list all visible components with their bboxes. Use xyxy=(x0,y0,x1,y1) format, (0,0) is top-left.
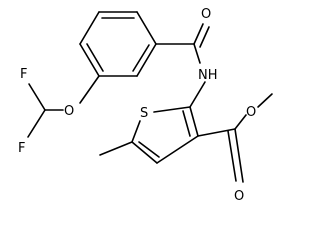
atom-label-nh: NH xyxy=(198,68,218,83)
atom-label-o-amide: O xyxy=(201,7,211,22)
bond xyxy=(27,109,46,138)
bond xyxy=(79,43,100,77)
atom-label-f2: F xyxy=(18,141,25,156)
atom-label-o-ester-carbonyl: O xyxy=(234,189,244,204)
bond xyxy=(79,75,100,104)
bond xyxy=(189,81,206,108)
bond xyxy=(28,83,46,111)
bond xyxy=(193,23,204,45)
bond xyxy=(86,43,104,72)
structure-figure: F F O O NH S O O xyxy=(18,7,273,204)
atom-label-o-ester: O xyxy=(246,105,256,120)
bond xyxy=(131,141,158,164)
bond xyxy=(99,141,133,156)
bond xyxy=(197,128,236,137)
bond xyxy=(131,120,141,143)
bond xyxy=(182,110,191,137)
bond xyxy=(193,43,201,64)
bond xyxy=(227,130,237,182)
bond xyxy=(136,11,157,45)
atom-label-f1: F xyxy=(20,67,27,82)
bond xyxy=(156,135,199,164)
atom-label-o-ether: O xyxy=(64,104,74,119)
bond xyxy=(257,93,273,108)
bond xyxy=(136,43,157,77)
molecule-structure: F F O O NH S O O xyxy=(18,7,273,204)
atom-label-s: S xyxy=(140,106,148,121)
bond xyxy=(132,44,150,72)
bond xyxy=(189,106,199,137)
bond xyxy=(234,114,247,130)
bond xyxy=(79,11,100,45)
bond xyxy=(138,141,160,158)
bond xyxy=(234,128,244,183)
bond xyxy=(199,26,210,48)
bond xyxy=(153,106,191,113)
